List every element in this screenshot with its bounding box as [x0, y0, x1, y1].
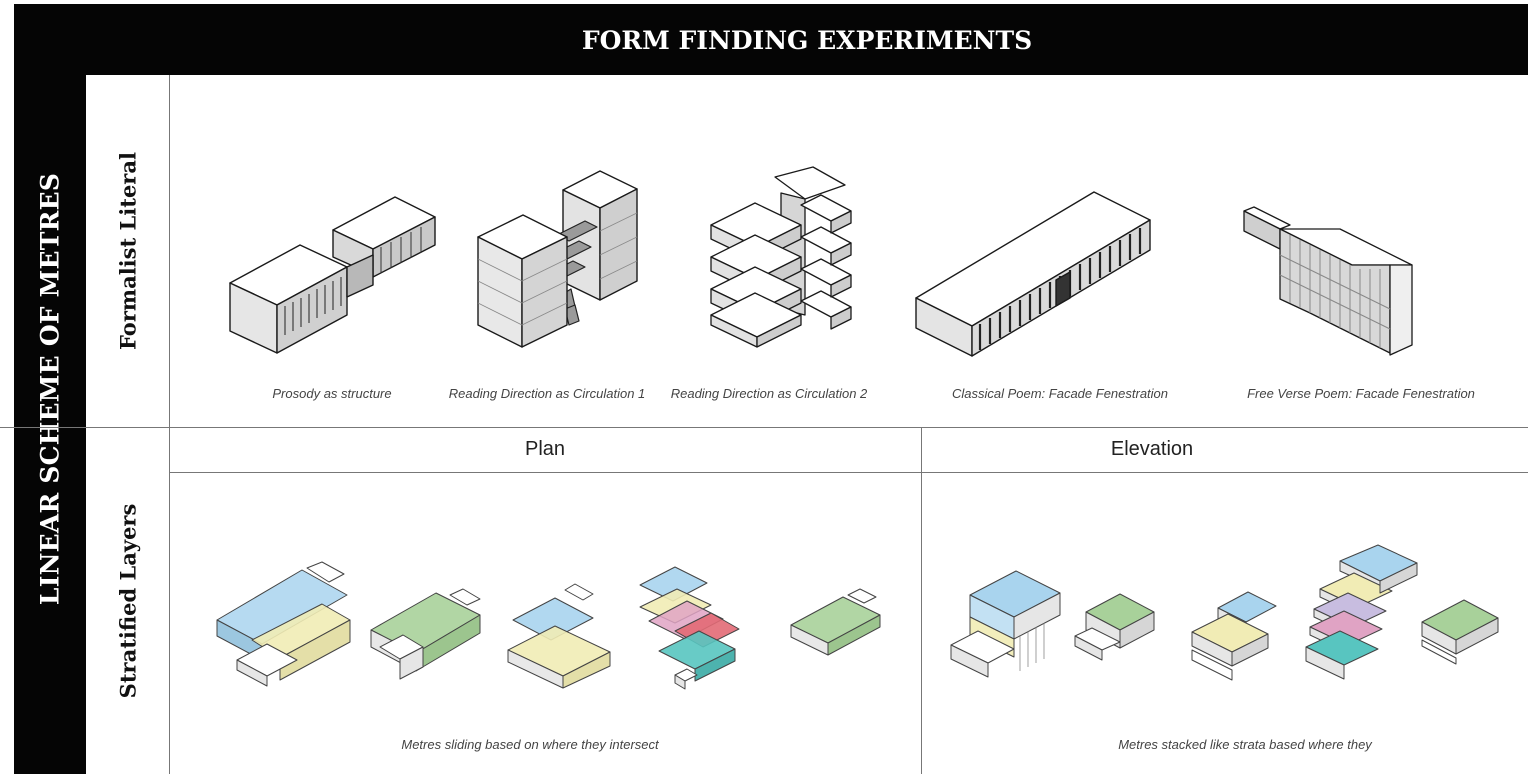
sidebar-title: LINEAR SCHEME OF METRES — [35, 172, 65, 606]
row-label-stratified: Stratified Layers — [86, 427, 170, 774]
left-title-band: LINEAR SCHEME OF METRES — [14, 4, 86, 774]
elev-model-5 — [1421, 599, 1499, 665]
caption-free-verse: Free Verse Poem: Facade Fenestration — [1247, 386, 1475, 401]
caption-circulation-2: Reading Direction as Circulation 2 — [670, 386, 868, 401]
model-classical-poem — [915, 191, 1151, 357]
plan-model-5 — [790, 588, 881, 656]
page-title: FORM FINDING EXPERIMENTS — [581, 26, 1033, 55]
row-label-formalist-text: Formalist Literal — [115, 152, 140, 350]
elevation-heading: Elevation — [1110, 438, 1194, 460]
plan-model-4 — [639, 566, 740, 690]
caption-classical-poem: Classical Poem: Facade Fenestration — [951, 386, 1169, 401]
caption-elevation: Metres stacked like strata based where t… — [1118, 737, 1372, 752]
row-divider — [0, 427, 1528, 428]
plan-heading: Plan — [524, 438, 566, 460]
subheading-divider — [169, 472, 1528, 473]
elev-model-1 — [950, 570, 1061, 678]
caption-plan: Metres sliding based on where they inter… — [401, 737, 659, 752]
model-prosody — [229, 196, 436, 354]
top-title-band: FORM FINDING EXPERIMENTS — [86, 4, 1528, 75]
model-circulation-2 — [710, 166, 852, 348]
elev-model-3 — [1191, 591, 1277, 681]
row-label-stratified-text: Stratified Layers — [115, 503, 140, 698]
caption-prosody: Prosody as structure — [272, 386, 392, 401]
plan-elevation-divider — [921, 427, 922, 774]
plan-model-1 — [216, 561, 351, 687]
elev-model-4 — [1305, 544, 1418, 680]
plan-model-2 — [370, 588, 481, 680]
model-circulation-1 — [477, 170, 638, 348]
plan-model-3 — [507, 583, 611, 689]
caption-circulation-1: Reading Direction as Circulation 1 — [448, 386, 646, 401]
row-label-formalist: Formalist Literal — [86, 75, 170, 427]
elev-model-2 — [1074, 593, 1155, 661]
model-free-verse — [1243, 206, 1413, 356]
